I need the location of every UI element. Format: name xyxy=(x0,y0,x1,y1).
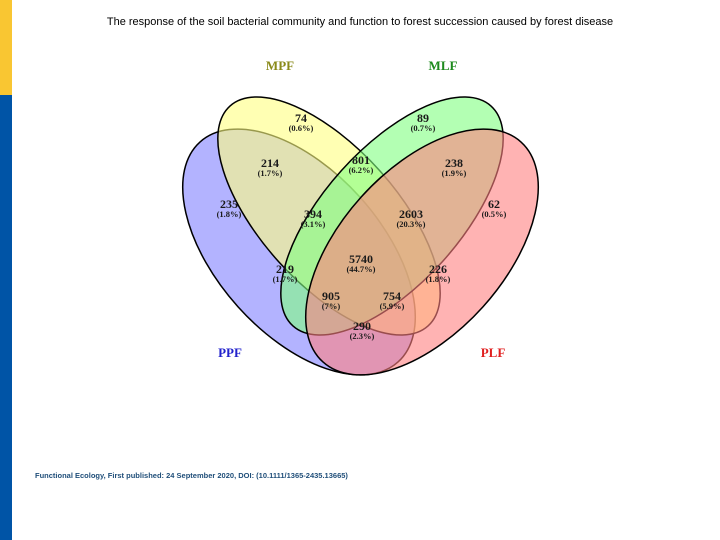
region-percent: (44.7%) xyxy=(346,264,375,274)
region-count: 238 xyxy=(445,156,463,170)
region-count: 754 xyxy=(383,289,401,303)
set-label-ppf: PPF xyxy=(218,345,242,360)
region-mpf-plf: 226 (1.8%) xyxy=(426,262,451,284)
region-count: 214 xyxy=(261,156,279,170)
venn-ellipses xyxy=(181,96,540,376)
region-count: 235 xyxy=(220,197,238,211)
region-ppf-only: 235 (1.8%) xyxy=(217,197,242,219)
region-count: 74 xyxy=(295,111,307,125)
slide-title: The response of the soil bacterial commu… xyxy=(106,16,614,28)
set-label-mpf: MPF xyxy=(266,58,294,73)
region-ppf-mpf: 214 (1.7%) xyxy=(258,156,283,178)
region-count: 226 xyxy=(429,262,447,276)
region-percent: (5.9%) xyxy=(380,301,405,311)
region-count: 5740 xyxy=(349,252,373,266)
region-percent: (0.5%) xyxy=(482,209,507,219)
region-percent: (1.8%) xyxy=(426,274,451,284)
region-mpf-mlf: 801 (6.2%) xyxy=(349,153,374,175)
region-percent: (1.8%) xyxy=(217,209,242,219)
region-count: 394 xyxy=(304,207,322,221)
set-label-mlf: MLF xyxy=(429,58,458,73)
region-percent: (1.7%) xyxy=(258,168,283,178)
region-percent: (2.3%) xyxy=(350,331,375,341)
region-count: 905 xyxy=(322,289,340,303)
region-count: 89 xyxy=(417,111,429,125)
region-percent: (20.3%) xyxy=(396,219,425,229)
region-count: 62 xyxy=(488,197,500,211)
region-percent: (1.9%) xyxy=(442,168,467,178)
region-percent: (7%) xyxy=(322,301,341,311)
citation: Functional Ecology, First published: 24 … xyxy=(35,471,348,480)
accent-bar-yellow xyxy=(0,0,12,95)
region-ppf-mlf-plf: 905 (7%) xyxy=(322,289,341,311)
region-count: 801 xyxy=(352,153,370,167)
region-ppf-mpf-plf: 754 (5.9%) xyxy=(380,289,405,311)
region-all-four: 5740 (44.7%) xyxy=(346,252,375,274)
region-count: 290 xyxy=(353,319,371,333)
region-count: 2603 xyxy=(399,207,423,221)
accent-bar-blue xyxy=(0,95,12,540)
region-plf-only: 62 (0.5%) xyxy=(482,197,507,219)
region-ppf-mlf: 219 (1.7%) xyxy=(273,262,298,284)
region-percent: (0.7%) xyxy=(411,123,436,133)
region-percent: (1.7%) xyxy=(273,274,298,284)
region-mlf-plf: 238 (1.9%) xyxy=(442,156,467,178)
region-percent: (3.1%) xyxy=(301,219,326,229)
region-ppf-mpf-mlf: 394 (3.1%) xyxy=(301,207,326,229)
region-percent: (6.2%) xyxy=(349,165,374,175)
set-label-plf: PLF xyxy=(481,345,506,360)
region-mpf-only: 74 (0.6%) xyxy=(289,111,314,133)
region-count: 219 xyxy=(276,262,294,276)
region-ppf-plf: 290 (2.3%) xyxy=(350,319,375,341)
ellipse-plf xyxy=(304,128,540,376)
region-percent: (0.6%) xyxy=(289,123,314,133)
region-mpf-mlf-plf: 2603 (20.3%) xyxy=(396,207,425,229)
region-mlf-only: 89 (0.7%) xyxy=(411,111,436,133)
